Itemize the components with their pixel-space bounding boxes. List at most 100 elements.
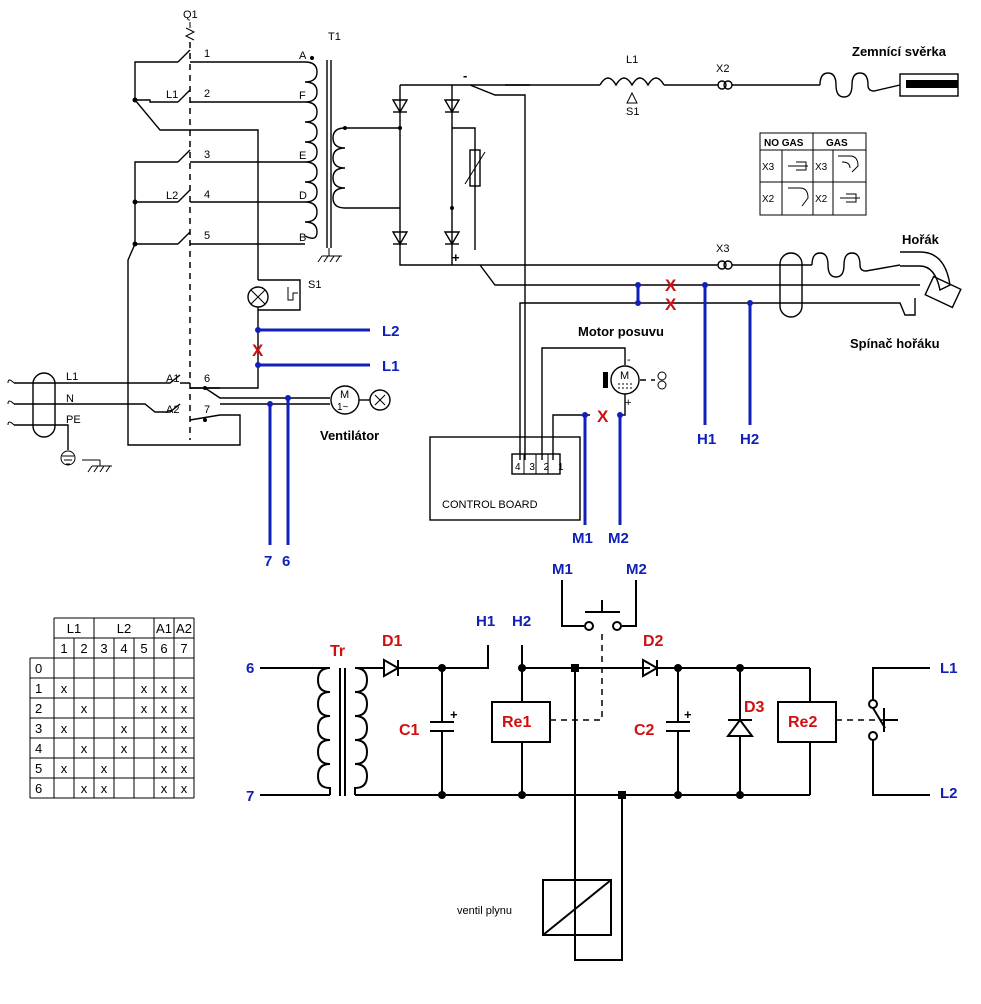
table-cell-mark: x: [181, 721, 188, 736]
phase-l2-label: L2: [166, 190, 178, 202]
table-cell-mark: x: [141, 681, 148, 696]
table-cell-mark: x: [61, 681, 68, 696]
phase-l1-label: L1: [166, 89, 178, 101]
table-row-pos-4: 4: [35, 741, 42, 756]
table-group-a1: A1: [156, 621, 172, 636]
cut-x-torch1: X: [665, 276, 677, 295]
blue-l2-top: L2: [382, 323, 400, 340]
table-cell-mark: x: [121, 741, 128, 756]
blue-wires-top: L2 L1 H1 H2 M1 M2 7 6: [255, 282, 759, 570]
terminal-3: 3: [204, 149, 210, 161]
a-terminal-6: 6: [204, 373, 210, 385]
cut-x-lamp: X: [252, 341, 264, 360]
control-board-label: CONTROL BOARD: [442, 499, 538, 511]
lamp-and-thermostat: S1: [247, 279, 321, 330]
blue-h1-top: H1: [697, 431, 716, 448]
table-col-5: 5: [140, 641, 147, 656]
re2-label: Re2: [788, 714, 817, 731]
c2-label: C2: [634, 722, 655, 739]
feed-motor-m: M: [620, 370, 629, 382]
table-row-pos-0: 0: [35, 661, 42, 676]
table-row-pos-3: 3: [35, 721, 42, 736]
legend-x2a: X2: [762, 194, 775, 205]
input-7-label: 7: [246, 788, 254, 805]
h1-bottom: H1: [476, 613, 495, 630]
terminal-b: B: [299, 232, 306, 244]
legend-x3b: X3: [815, 162, 828, 173]
table-cell-mark: x: [81, 701, 88, 716]
feed-motor: Motor posuvu M - +: [541, 324, 667, 460]
a2-label: A2: [166, 404, 179, 416]
shunt-label: S1: [626, 106, 639, 118]
legend-gas: GAS: [826, 138, 848, 149]
mains-l1-label: L1: [66, 371, 78, 383]
table-cell-mark: x: [181, 741, 188, 756]
input-6-label: 6: [246, 660, 254, 677]
table-group-l2: L2: [117, 621, 131, 636]
t1-label: T1: [328, 31, 341, 43]
fan-motor: M 1~ Ventilátor: [320, 385, 391, 443]
terminal-d: D: [299, 190, 307, 202]
s1-label: S1: [308, 279, 321, 291]
table-cell-mark: x: [161, 761, 168, 776]
table-group-a2: A2: [176, 621, 192, 636]
table-col-6: 6: [160, 641, 167, 656]
blue-h2-top: H2: [740, 431, 759, 448]
transformer-t1: T1: [304, 31, 400, 263]
table-cell-mark: x: [101, 781, 108, 796]
table-col-1: 1: [60, 641, 67, 656]
torch-switch-label: Spínač hořáku: [850, 336, 940, 351]
mains-pe-label: PE: [66, 414, 81, 426]
legend-nogas: NO GAS: [764, 138, 804, 149]
table-cell-mark: x: [161, 681, 168, 696]
h2-bottom: H2: [512, 613, 531, 630]
table-col-2: 2: [80, 641, 87, 656]
d2-label: D2: [643, 633, 664, 650]
c2-plus: +: [684, 707, 692, 722]
motor-minus: -: [627, 354, 631, 366]
terminal-5: 5: [204, 230, 210, 242]
ground-output: L1 S1 X2 Zemnící svěrka: [505, 44, 959, 118]
table-col-7: 7: [180, 641, 187, 656]
table-cell-mark: x: [181, 781, 188, 796]
a-terminal-7: 7: [204, 404, 210, 416]
lower-circuit: 6 7 Tr D1 H1 + C1 H2 Re1 M1 M2: [246, 561, 958, 961]
legend-x3a: X3: [762, 162, 775, 173]
cut-x-motor: X: [597, 407, 609, 426]
table-row-pos-6: 6: [35, 781, 42, 796]
table-row-pos-1: 1: [35, 681, 42, 696]
torch-label: Hořák: [902, 232, 940, 247]
c1-plus: +: [450, 707, 458, 722]
re1-label: Re1: [502, 714, 531, 731]
control-board: 4 3 2 1 CONTROL BOARD: [429, 436, 581, 521]
terminal-f: F: [299, 90, 306, 102]
table-cell-mark: x: [161, 741, 168, 756]
table-col-4: 4: [120, 641, 127, 656]
cut-marks: X X X X: [252, 276, 677, 426]
table-row-pos-2: 2: [35, 701, 42, 716]
bridge-plus: +: [452, 250, 460, 265]
table-cell-mark: x: [81, 741, 88, 756]
table-cell-mark: x: [181, 701, 188, 716]
legend-x2b: X2: [815, 194, 828, 205]
table-cell-mark: x: [181, 681, 188, 696]
m2-bottom: M2: [626, 561, 647, 578]
blue-6-top: 6: [282, 553, 290, 570]
rectifier-bridge: - +: [391, 68, 530, 460]
cut-x-torch2: X: [665, 295, 677, 314]
mains-input: L1 N PE A1 A2 6 7: [7, 330, 330, 473]
blue-l1-top: L1: [382, 358, 400, 375]
d1-label: D1: [382, 633, 403, 650]
a1-label: A1: [166, 373, 179, 385]
bridge-minus: -: [463, 68, 467, 83]
feed-motor-label: Motor posuvu: [578, 324, 664, 339]
table-row-pos-5: 5: [35, 761, 42, 776]
fan-label: Ventilátor: [320, 428, 379, 443]
table-cell-mark: x: [161, 701, 168, 716]
torch-connection: X3 Hořák Spínač hořáku: [479, 232, 962, 460]
q1-label: Q1: [183, 9, 198, 21]
d3-label: D3: [744, 699, 765, 716]
m1-bottom: M1: [552, 561, 573, 578]
